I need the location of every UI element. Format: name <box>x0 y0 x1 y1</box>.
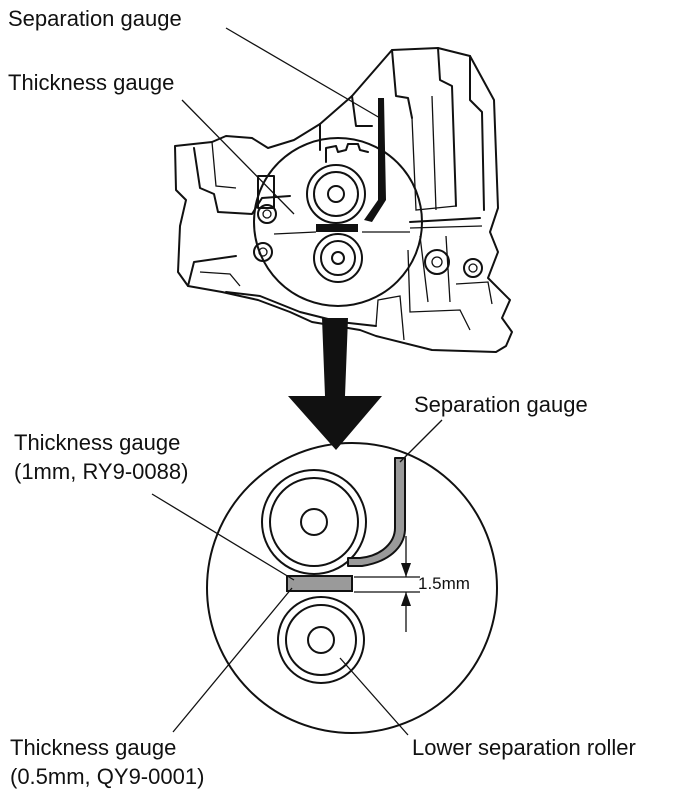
dimension-arrow-down <box>401 563 411 577</box>
upper-separation-roller <box>261 469 367 575</box>
lower-roller-top <box>313 233 363 283</box>
label-lower-separation-roller: Lower separation roller <box>412 735 636 760</box>
lower-separation-roller <box>277 596 365 684</box>
label-separation-gauge: Separation gauge <box>414 392 588 417</box>
leader-separation-gauge <box>399 419 443 463</box>
separation-gauge-top <box>364 98 386 222</box>
leader-thickness-1mm <box>151 493 295 581</box>
label-thickness-1mm-line2: (1mm, RY9-0088) <box>14 459 188 484</box>
label-top-thickness-gauge: Thickness gauge <box>8 70 174 95</box>
leader-thickness-05mm <box>172 587 293 733</box>
label-thickness-05mm-line2: (0.5mm, QY9-0001) <box>10 764 204 789</box>
down-arrow <box>288 318 382 450</box>
upper-roller-top <box>306 164 366 224</box>
thickness-gauge-1mm <box>286 575 353 592</box>
label-thickness-1mm-line1: Thickness gauge <box>14 430 180 455</box>
separation-gauge-detail <box>347 457 406 567</box>
pickup-assembly-drawing <box>174 47 513 353</box>
magnify-circle-top <box>253 137 423 307</box>
leader-lower-roller <box>339 657 409 736</box>
label-top-separation-gauge: Separation gauge <box>8 6 182 31</box>
leader-top-separation <box>225 27 381 119</box>
enlarged-detail <box>206 442 498 734</box>
dimension-arrow-up <box>401 592 411 606</box>
label-gap-dimension: 1.5mm <box>418 574 470 593</box>
thickness-gauge-top <box>316 224 358 232</box>
label-thickness-05mm-line1: Thickness gauge <box>10 735 176 760</box>
assembly-housing <box>174 47 513 353</box>
magnify-circle-detail <box>206 442 498 734</box>
leader-top-thickness <box>181 99 295 215</box>
